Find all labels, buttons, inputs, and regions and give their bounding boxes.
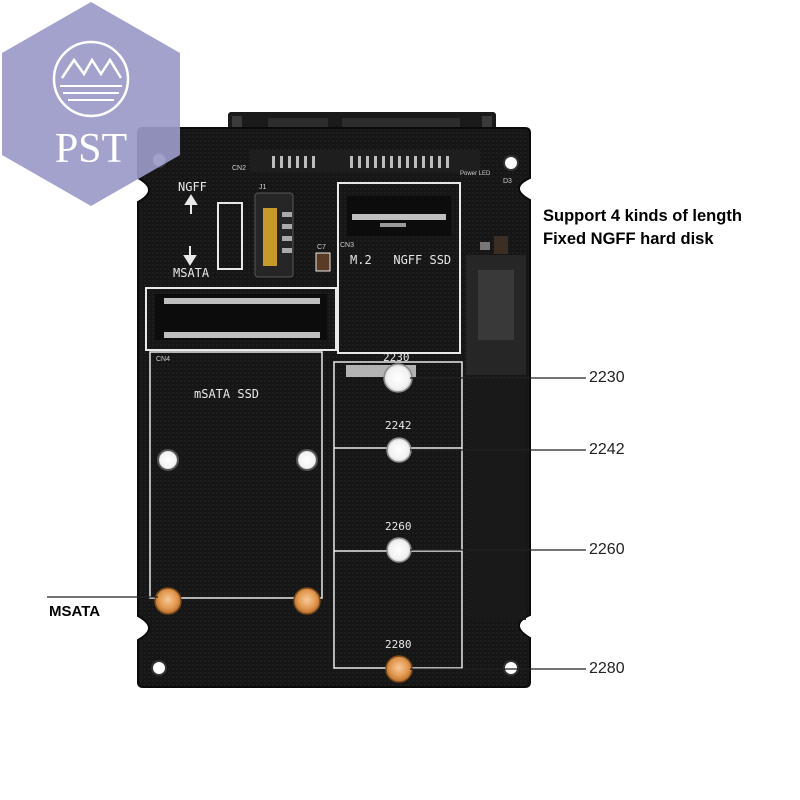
silk-c7: C7 bbox=[317, 244, 326, 251]
corner-hole-bottom-left bbox=[151, 660, 167, 676]
silk-mount-2260: 2260 bbox=[385, 520, 412, 533]
silk-ngff: NGFF bbox=[178, 180, 207, 194]
controller-area bbox=[466, 236, 526, 620]
pst-logo: PST bbox=[2, 2, 180, 206]
length-label-2260: 2260 bbox=[589, 541, 625, 558]
msata-standoff-left bbox=[154, 587, 182, 615]
logo-text: PST bbox=[55, 126, 127, 172]
pin-strip bbox=[250, 150, 480, 172]
silk-power-led: Power LED bbox=[460, 171, 491, 177]
mount-hole-2242 bbox=[386, 437, 412, 463]
corner-hole-bottom-right bbox=[503, 660, 519, 676]
silk-cn3: CN3 bbox=[340, 242, 354, 249]
silk-d3: D3 bbox=[503, 178, 512, 185]
mount-standoff-2280 bbox=[385, 655, 413, 683]
msata-standoff-right bbox=[293, 587, 321, 615]
silk-msata-label: mSATA SSD bbox=[194, 387, 259, 401]
length-label-2230: 2230 bbox=[589, 369, 625, 386]
length-label-2242: 2242 bbox=[589, 441, 625, 458]
mount-hole-2260 bbox=[386, 537, 412, 563]
length-label-2280: 2280 bbox=[589, 660, 625, 677]
mount-hole-2230 bbox=[383, 363, 413, 393]
mode-arrows bbox=[183, 194, 198, 266]
silk-mount-2280: 2280 bbox=[385, 638, 412, 651]
msata-callout-label: MSATA bbox=[49, 603, 101, 620]
headline-line-2: Fixed NGFF hard disk bbox=[543, 230, 714, 248]
headline-line-1: Support 4 kinds of length bbox=[543, 207, 742, 225]
corner-hole-top-right bbox=[503, 155, 519, 171]
silk-cn2: CN2 bbox=[232, 165, 246, 172]
silk-mount-2230: 2230 bbox=[383, 351, 410, 364]
silk-msata: MSATA bbox=[173, 266, 210, 280]
msata-slot bbox=[145, 287, 337, 599]
silk-m2-label: M.2 NGFF SSD bbox=[350, 253, 451, 267]
mode-jumper bbox=[217, 192, 294, 278]
callout-lines bbox=[47, 377, 586, 670]
silk-j1: J1 bbox=[259, 184, 267, 191]
capacitor-c7 bbox=[315, 252, 331, 272]
silk-mount-2242: 2242 bbox=[385, 419, 412, 432]
silk-cn4: CN4 bbox=[156, 356, 170, 363]
